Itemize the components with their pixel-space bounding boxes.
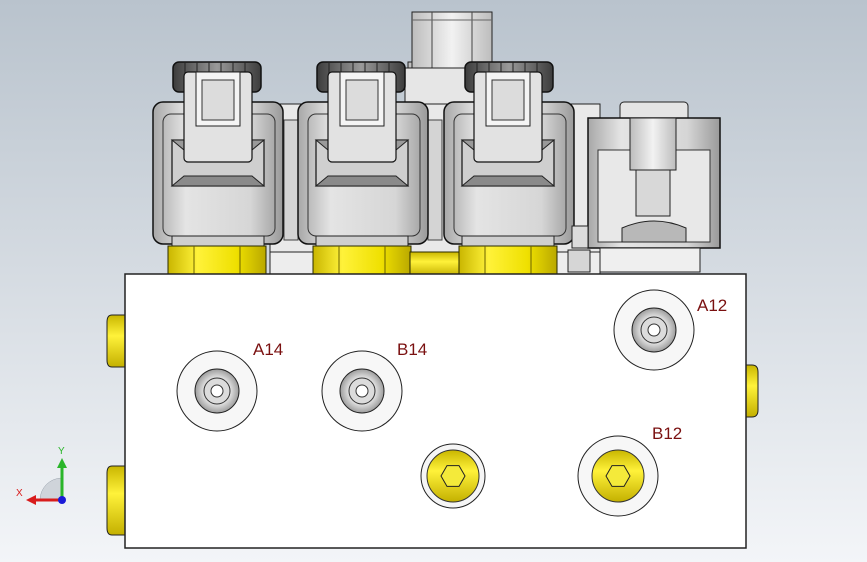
brass-nut-2: [312, 245, 412, 277]
solenoid-coil-1[interactable]: [152, 61, 284, 251]
solenoid-coil-2[interactable]: [297, 61, 429, 251]
x-axis-arrow-icon: [26, 495, 36, 505]
port-a14-label: A14: [253, 340, 283, 359]
cartridge-valve-right[interactable]: [567, 101, 721, 273]
hex-plug-center[interactable]: [420, 443, 486, 509]
hex-socket-icon: [605, 465, 631, 487]
side-plug-right: [744, 364, 759, 418]
side-plug-left-upper: [106, 314, 127, 368]
y-axis-arrow-icon: [57, 458, 67, 468]
port-b14[interactable]: [321, 350, 403, 432]
x-axis-label: X: [16, 488, 23, 499]
port-a12[interactable]: [613, 289, 695, 371]
port-a14[interactable]: [176, 350, 258, 432]
brass-nut-center: [409, 251, 461, 277]
port-b12-label: B12: [652, 424, 682, 443]
port-b12[interactable]: [577, 435, 659, 517]
coordinate-triad: Y X: [16, 446, 67, 505]
side-plug-left-lower: [106, 465, 127, 536]
hex-socket-icon: [440, 465, 466, 487]
y-axis-label: Y: [58, 446, 65, 457]
brass-nut-1: [167, 245, 267, 277]
port-a12-label: A12: [697, 296, 727, 315]
z-axis-icon: [58, 496, 66, 504]
port-b14-label: B14: [397, 340, 427, 359]
brass-nut-3: [458, 245, 558, 277]
